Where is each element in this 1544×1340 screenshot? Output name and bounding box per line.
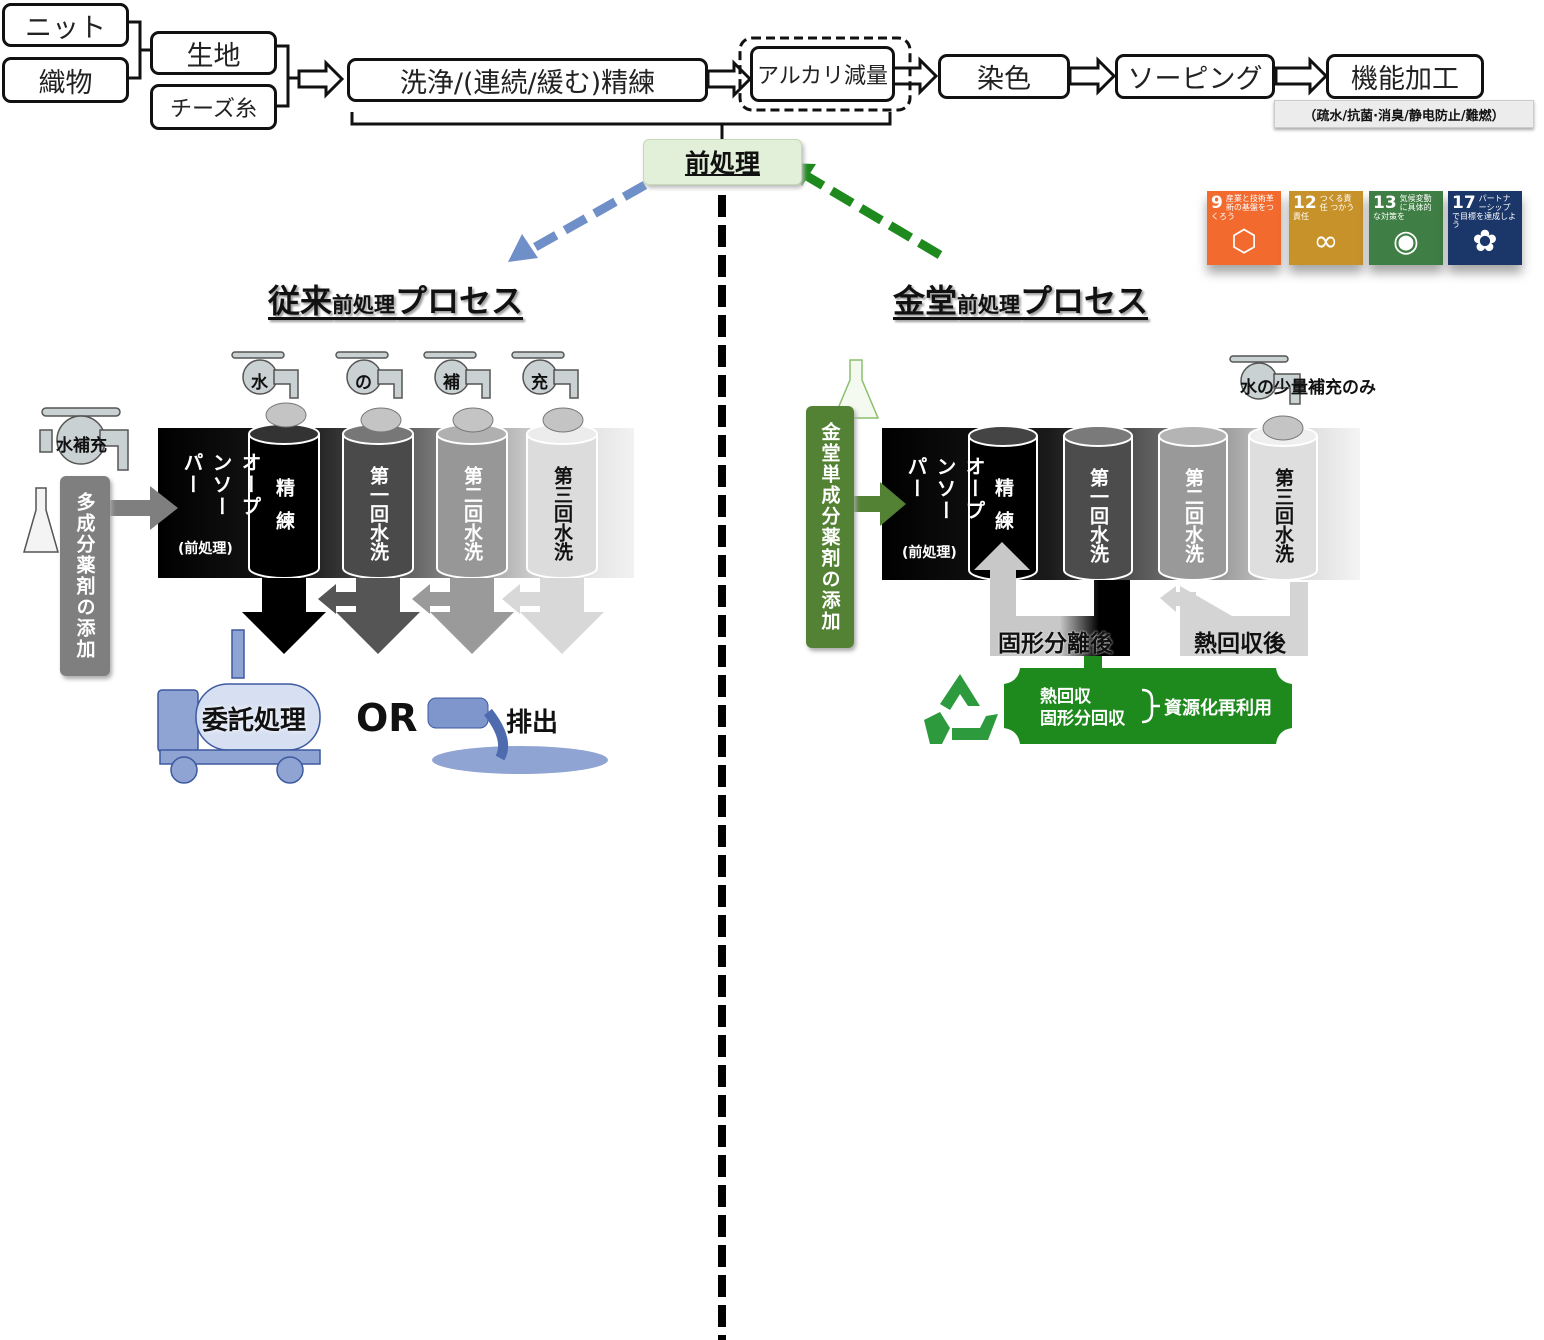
step-functional-finish: 機能加工 xyxy=(1326,54,1484,99)
step-label: 機能加工 xyxy=(1351,64,1459,95)
tap-label: 水 xyxy=(251,373,268,393)
title-part: 従来 xyxy=(268,282,333,320)
left-open-soaper: オープンソーパー (前処理) xyxy=(178,452,265,558)
cubes-icon: ⬡ xyxy=(1230,224,1258,259)
recycle-item: 固形分回収 xyxy=(1040,709,1125,729)
drain-pipe-icon xyxy=(427,697,608,774)
right-tap-label: 水の少量補充のみ xyxy=(1240,378,1376,398)
heat-recovery-label: 熱回収後 xyxy=(1194,631,1286,657)
flower-rings-icon: ✿ xyxy=(1472,224,1498,259)
eye-globe-icon: ◉ xyxy=(1392,224,1420,259)
material-label: 織物 xyxy=(38,67,93,99)
step-label: ソーピング xyxy=(1127,64,1263,95)
fabric-label: 生地 xyxy=(186,40,241,72)
open-soaper-label: オープンソーパー xyxy=(180,452,262,518)
title-part: 前処理 xyxy=(332,293,396,317)
tap-label: 補 xyxy=(443,373,460,393)
flask-icon xyxy=(832,359,880,419)
sdg-num: 9 xyxy=(1211,193,1223,213)
open-soaper-sub: (前処理) xyxy=(902,545,957,561)
recycle-item: 熱回収 xyxy=(1040,687,1091,707)
left-tank-label: 第一回水洗 xyxy=(367,466,389,561)
right-open-soaper: オープンソーパー (前処理) xyxy=(902,456,989,562)
right-tank-label: 第一回水洗 xyxy=(1087,468,1109,563)
step-alkali-reduction: アルカリ減量 xyxy=(750,46,895,102)
sdg-text: つくる責任 つかう責任 xyxy=(1293,194,1355,221)
sdg-num: 13 xyxy=(1373,193,1397,213)
tanker-truck-icon xyxy=(157,629,321,784)
recycle-icon xyxy=(924,674,998,744)
flow-arrows xyxy=(297,56,1329,99)
solid-separation-label: 固形分離後 xyxy=(998,631,1113,657)
left-tank-label: 第三回水洗 xyxy=(551,466,573,561)
recycle-result: 資源化再利用 xyxy=(1164,698,1272,719)
step-soaping: ソーピング xyxy=(1115,54,1275,99)
title-part: 前処理 xyxy=(957,293,1021,317)
step-label: アルカリ減量 xyxy=(756,64,889,89)
left-chem-label: 多成分薬剤の添加 xyxy=(60,476,110,676)
fabric-label: チーズ糸 xyxy=(170,97,257,122)
left-tank-label: 精練 xyxy=(273,478,295,544)
material-label: ニット xyxy=(25,12,106,44)
material-woven: 織物 xyxy=(2,57,129,103)
discharge-label: 排出 xyxy=(506,708,559,738)
sdg-text: 産業と技術革新の基盤をつくろう xyxy=(1211,194,1274,221)
sdg-num: 17 xyxy=(1452,193,1476,213)
or-label: OR xyxy=(356,696,418,740)
right-title: 金堂前処理プロセス xyxy=(893,276,1148,322)
function-note: （疏水/抗菌·消臭/静电防止/難燃） xyxy=(1274,100,1534,128)
left-tank-label: 第二回水洗 xyxy=(461,466,483,561)
right-tank-label: 精練 xyxy=(992,478,1014,544)
tap-label: の xyxy=(355,373,372,393)
right-chem-label: 金堂単成分薬剤の添加 xyxy=(806,406,854,648)
open-soaper-label: オープンソーパー xyxy=(904,456,986,522)
step-label: 洗浄/(連続/緩む)精練 xyxy=(399,67,656,99)
step-dyeing: 染色 xyxy=(938,54,1070,99)
recycle-items: 熱回収 固形分回収 xyxy=(1040,686,1125,730)
right-tank-label: 第三回水洗 xyxy=(1272,468,1294,563)
title-part: 金堂 xyxy=(893,282,958,320)
infinity-icon: ∞ xyxy=(1313,224,1339,259)
fabric-cloth: 生地 xyxy=(150,31,277,75)
open-soaper-sub: (前処理) xyxy=(178,541,233,557)
pretreatment-label: 前処理 xyxy=(643,139,802,185)
sdg-text: 気候変動に具体的な対策を xyxy=(1373,194,1432,221)
material-knit: ニット xyxy=(2,3,129,47)
left-title: 従来前処理プロセス xyxy=(268,276,523,322)
recycle-banner xyxy=(1004,668,1292,744)
title-part: プロセス xyxy=(1020,282,1149,320)
tap-label-main: 水補充 xyxy=(56,436,107,456)
right-tank-label: 第二回水洗 xyxy=(1182,468,1204,563)
flask-icon xyxy=(23,487,59,553)
sdg-num: 12 xyxy=(1293,193,1317,213)
step-scouring: 洗浄/(連続/緩む)精練 xyxy=(347,58,708,102)
tap-label: 充 xyxy=(531,373,548,393)
title-part: プロセス xyxy=(395,282,524,320)
outsourced-disposal: 委託処理 xyxy=(202,706,307,736)
fabric-cheese-yarn: チーズ糸 xyxy=(150,84,277,130)
sdg-text: パートナーシップで目標を達成しよう xyxy=(1452,194,1516,230)
step-label: 染色 xyxy=(977,64,1031,95)
